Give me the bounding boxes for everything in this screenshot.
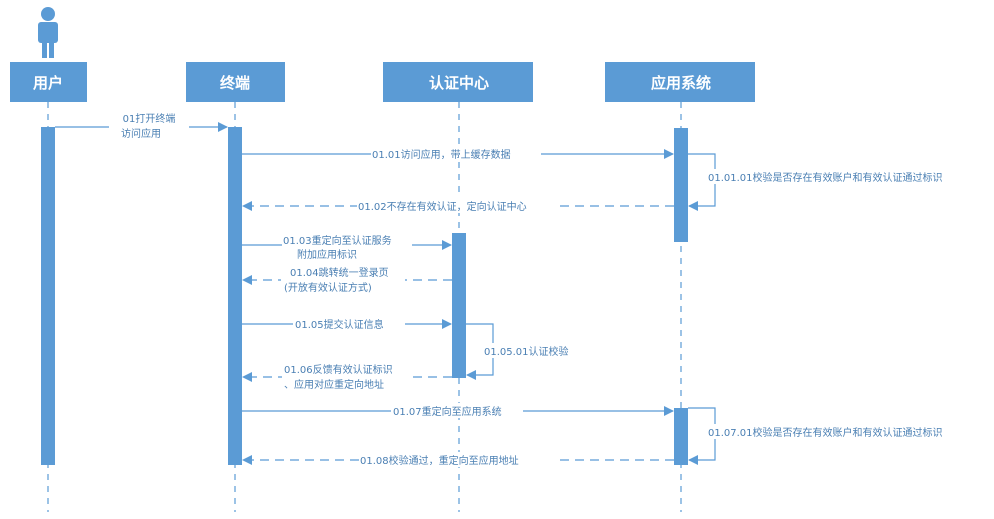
user-icon (38, 7, 58, 58)
participant-terminal-label: 终端 (220, 74, 250, 92)
participant-auth-label: 认证中心 (429, 74, 489, 92)
message-0103-label-1: 01.03重定向至认证服务 (283, 234, 392, 247)
message-0104: 01.04跳转统一登录页 (开放有效认证方式) (242, 266, 452, 296)
participant-auth: 认证中心 (383, 62, 533, 102)
activation-app-1 (674, 128, 688, 242)
message-0108-label: 01.08校验通过，重定向至应用地址 (360, 454, 519, 467)
messages: 01打开终端 访问应用 01.01访问应用，带上缓存数据 01.01.01校验是… (55, 111, 990, 467)
message-0104-label-1: 01.04跳转统一登录页 (290, 266, 389, 279)
message-01: 01打开终端 访问应用 (55, 111, 228, 141)
activation-user (41, 127, 55, 465)
message-01-label-1: 01打开终端 (123, 112, 176, 125)
message-0105-label: 01.05提交认证信息 (295, 318, 384, 331)
message-010701-label: 01.07.01校验是否存在有效账户和有效认证通过标识 (708, 426, 943, 439)
participant-user-label: 用户 (33, 74, 63, 92)
message-0106: 01.06反馈有效认证标识 、应用对应重定向地址 (242, 362, 452, 392)
activation-app-2 (674, 408, 688, 465)
message-0104-label-2: (开放有效认证方式) (284, 281, 372, 294)
message-010101-label: 01.01.01校验是否存在有效账户和有效认证通过标识 (708, 171, 943, 184)
message-0103: 01.03重定向至认证服务 附加应用标识 (242, 233, 452, 263)
message-010501-label: 01.05.01认证校验 (484, 345, 569, 358)
message-010101: 01.01.01校验是否存在有效账户和有效认证通过标识 (688, 153, 990, 211)
message-0108: 01.08校验通过，重定向至应用地址 (242, 452, 674, 467)
message-0106-label-2: 、应用对应重定向地址 (284, 378, 384, 391)
message-0105: 01.05提交认证信息 (242, 316, 452, 331)
lifelines (47, 102, 682, 512)
participant-app-label: 应用系统 (651, 74, 711, 92)
message-0101-label: 01.01访问应用，带上缓存数据 (372, 148, 511, 161)
message-01-label-2: 访问应用 (121, 127, 161, 140)
participant-app: 应用系统 (605, 62, 755, 102)
message-0102-label: 01.02不存在有效认证，定向认证中心 (358, 200, 527, 213)
activation-terminal (228, 127, 242, 465)
activations (41, 127, 688, 465)
message-010701: 01.07.01校验是否存在有效账户和有效认证通过标识 (688, 407, 990, 465)
message-0107-label: 01.07重定向至应用系统 (393, 405, 502, 418)
activation-auth (452, 233, 466, 378)
participant-terminal: 终端 (186, 62, 285, 102)
message-0106-label-1: 01.06反馈有效认证标识 (284, 363, 393, 376)
message-0107: 01.07重定向至应用系统 (242, 403, 674, 418)
message-010501: 01.05.01认证校验 (466, 323, 582, 380)
message-0101: 01.01访问应用，带上缓存数据 (242, 146, 674, 161)
message-0103-label-2: 附加应用标识 (297, 248, 357, 261)
participant-user: 用户 (10, 62, 87, 102)
message-0102: 01.02不存在有效认证，定向认证中心 (242, 198, 674, 213)
